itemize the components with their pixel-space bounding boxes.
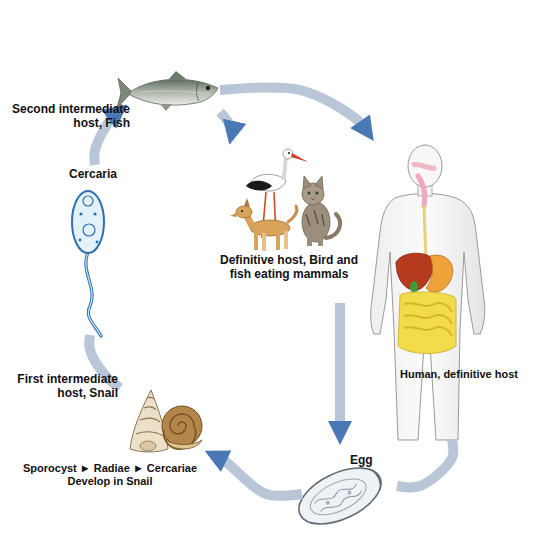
cycle-arrow bbox=[397, 440, 453, 487]
cycle-arrow bbox=[220, 112, 232, 133]
egg-illustration bbox=[290, 457, 389, 536]
host-label: Egg bbox=[350, 453, 390, 467]
cercaria-node: Cercaria bbox=[55, 165, 135, 335]
snail-host-node: First intermediate host, SnailSporocyst … bbox=[120, 388, 205, 450]
cycle-arrow bbox=[220, 87, 367, 131]
snail-illustration bbox=[130, 390, 202, 452]
human-host-node: Human, definitive host bbox=[375, 140, 540, 440]
cycle-arrow bbox=[215, 456, 302, 496]
host-label: Definitive host, Bird and fish eating ma… bbox=[218, 253, 360, 282]
stage-note: Sporocyst ► Radiae ► Cercariae Develop i… bbox=[15, 462, 205, 488]
cercaria-illustration bbox=[72, 191, 104, 336]
fish-host-node: Second intermediate host, Fish bbox=[118, 72, 220, 112]
host-label: Human, definitive host bbox=[400, 368, 550, 381]
animal-hosts-illustration bbox=[230, 149, 340, 251]
egg-node: Egg bbox=[302, 445, 397, 527]
host-label: Cercaria bbox=[69, 167, 139, 181]
animal-host-node: Definitive host, Bird and fish eating ma… bbox=[228, 145, 350, 303]
fish-illustration bbox=[117, 71, 218, 111]
host-label: Second intermediate host, Fish bbox=[8, 102, 130, 131]
host-label: First intermediate host, Snail bbox=[0, 372, 118, 401]
human-illustration bbox=[371, 145, 485, 440]
cycle-arrow bbox=[335, 303, 345, 433]
